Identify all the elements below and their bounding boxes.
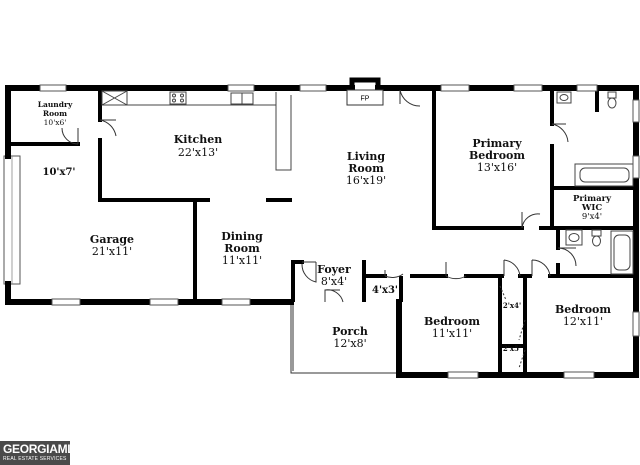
- room-name-line: Bedroom: [424, 315, 480, 328]
- room-dimension: 16'x19': [346, 174, 386, 187]
- room-label-living: Living Room 16'x19': [346, 150, 386, 187]
- room-name-line: Living: [347, 150, 385, 163]
- room-dimension: 9'x4': [582, 212, 602, 222]
- room-label-primary-wic: Primary WIC 9'x4': [573, 194, 612, 222]
- room-dimension: 22'x13': [178, 146, 218, 159]
- room-label-foyer: Foyer 8'x4': [317, 263, 351, 288]
- room-name-line: Foyer: [317, 263, 351, 276]
- room-name-line: Garage: [90, 233, 134, 246]
- fireplace-label: FP: [361, 96, 370, 103]
- room-name-line: Laundry: [38, 100, 73, 109]
- porch-outline: [290, 302, 399, 374]
- georgia-mls-logo: GEORGIAMLS REAL ESTATE SERVICES: [0, 441, 82, 465]
- room-dimension: 12'x11': [563, 315, 603, 328]
- room-dimension: 11'x11': [222, 254, 262, 267]
- room-dimension: 21'x11': [92, 245, 132, 258]
- room-name-line: Porch: [332, 325, 368, 338]
- room-label-porch: Porch 12'x8': [332, 325, 368, 350]
- room-dimension: 11'x11': [432, 327, 472, 340]
- kitchen-counters: [101, 90, 292, 171]
- garage-door: [3, 155, 21, 285]
- room-dimension: 8'x4': [321, 275, 347, 288]
- room-name-line: Room: [43, 109, 67, 118]
- windows: [39, 84, 640, 379]
- fireplace: FP: [346, 77, 384, 106]
- room-name-line: Bedroom: [469, 149, 525, 162]
- doors: [61, 89, 577, 369]
- closet-b-dimension: 2'x5': [503, 344, 521, 353]
- hall-dimension: 4'x3': [372, 285, 398, 296]
- garage-storage-dimension: 10'x7': [43, 167, 76, 178]
- bathroom-fixtures: [556, 91, 634, 275]
- room-name-line: Primary: [472, 137, 522, 150]
- room-label-kitchen: Kitchen 22'x13': [174, 133, 223, 159]
- room-name-line: Room: [348, 162, 384, 175]
- room-name-line: Bedroom: [555, 303, 611, 316]
- room-label-laundry: Laundry Room 10'x6': [38, 100, 73, 127]
- room-label-dining: Dining Room 11'x11': [221, 230, 263, 267]
- logo-tagline: REAL ESTATE SERVICES: [3, 456, 67, 462]
- room-dimension: 13'x16': [477, 161, 517, 174]
- room-dimension: 10'x6': [44, 118, 67, 127]
- room-label-bedroom-3: Bedroom 12'x11': [555, 303, 611, 328]
- room-name-line: WIC: [581, 203, 603, 213]
- interior-walls: [8, 88, 636, 375]
- exterior-walls: [5, 85, 639, 378]
- logo-brand: GEORGIAMLS: [3, 442, 83, 456]
- room-name-line: Dining: [221, 230, 263, 243]
- room-name-line: Room: [224, 242, 260, 255]
- room-name-line: Primary: [573, 194, 612, 204]
- room-label-primary-bedroom: Primary Bedroom 13'x16': [469, 137, 525, 174]
- room-label-bedroom-2: Bedroom 11'x11': [424, 315, 480, 340]
- room-label-garage: Garage 21'x11': [90, 233, 134, 258]
- closet-a-dimension: 2'x4': [503, 301, 521, 310]
- room-name-line: Kitchen: [174, 133, 223, 146]
- room-dimension: 12'x8': [333, 337, 366, 350]
